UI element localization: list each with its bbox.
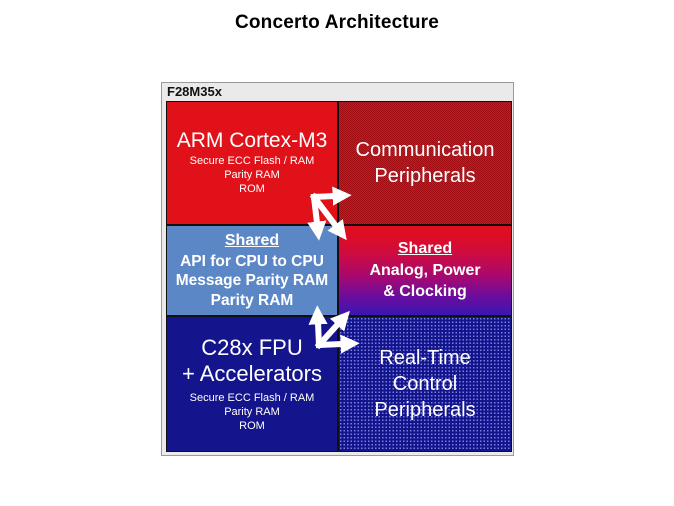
block-shared-cpu-ram: Shared API for CPU to CPU Message Parity… <box>166 225 338 316</box>
chip-part-number: F28M35x <box>167 84 222 99</box>
comm-line-1: Communication <box>355 139 495 161</box>
arm-sub-rom: ROM <box>239 183 265 196</box>
block-grid: ARM Cortex-M3 Secure ECC Flash / RAM Par… <box>166 101 512 452</box>
shared-cpu-line-1: API for CPU to CPU <box>180 252 324 270</box>
arm-sub-flash: Secure ECC Flash / RAM <box>189 154 315 167</box>
shared-analog-heading: Shared <box>397 240 453 258</box>
block-shared-analog-power-clocking: Shared Analog, Power & Clocking <box>338 225 512 316</box>
realtime-line-3: Peripherals <box>374 399 476 421</box>
c28x-sub-parity: Parity RAM <box>224 405 280 418</box>
block-communication-peripherals: Communication Peripherals <box>338 101 512 225</box>
c28x-title-1: C28x FPU <box>201 334 303 360</box>
c28x-title-2: + Accelerators <box>181 360 322 386</box>
realtime-line-1: Real-Time <box>379 347 471 369</box>
arm-sub-parity: Parity RAM <box>224 168 280 181</box>
block-realtime-control-peripherals: Real-Time Control Peripherals <box>338 316 512 452</box>
block-c28x-fpu-accelerators: C28x FPU + Accelerators Secure ECC Flash… <box>166 316 338 452</box>
shared-analog-line-2: & Clocking <box>383 283 467 301</box>
shared-cpu-heading: Shared <box>224 231 280 249</box>
shared-cpu-line-3: Parity RAM <box>210 292 294 310</box>
block-arm-cortex-m3: ARM Cortex-M3 Secure ECC Flash / RAM Par… <box>166 101 338 225</box>
chip-diagram: F28M35x ARM Cortex-M3 Secure ECC Flash /… <box>161 82 514 456</box>
page-title: Concerto Architecture <box>234 12 440 33</box>
comm-line-2: Peripherals <box>374 165 476 187</box>
shared-cpu-line-2: Message Parity RAM <box>175 272 329 290</box>
shared-analog-line-1: Analog, Power <box>369 261 481 279</box>
c28x-sub-flash: Secure ECC Flash / RAM <box>189 391 315 404</box>
realtime-line-2: Control <box>392 373 458 395</box>
c28x-sub-rom: ROM <box>239 420 265 433</box>
arm-title: ARM Cortex-M3 <box>176 129 328 153</box>
